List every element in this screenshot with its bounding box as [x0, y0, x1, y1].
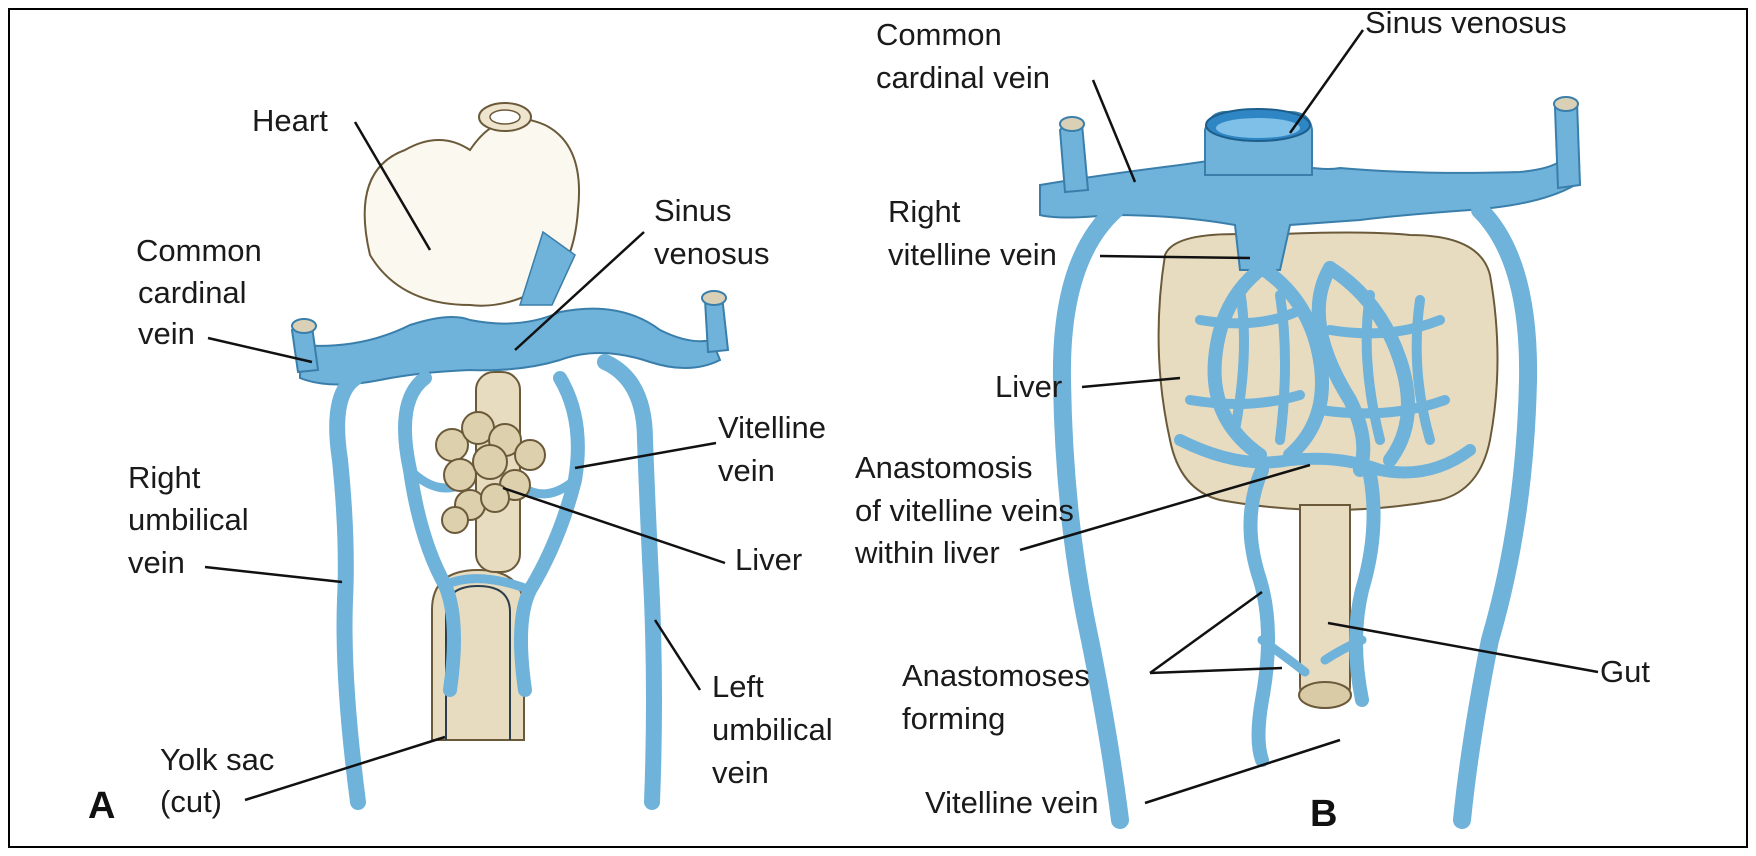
- label-common-cardinal-b-1: Common: [876, 17, 1002, 52]
- heart-shape: [365, 103, 579, 306]
- label-vitelline-vein-b: Vitelline vein: [925, 785, 1098, 820]
- label-anastomosis-b-2: of vitelline veins: [855, 493, 1074, 528]
- label-left-umbilical-a-3: vein: [712, 755, 769, 790]
- panel-letter-a: A: [88, 785, 115, 827]
- label-anastomosis-b-3: within liver: [854, 535, 1000, 570]
- label-vitelline-vein-a-1: Vitelline: [718, 410, 826, 445]
- label-right-umbilical-a-3: vein: [128, 545, 185, 580]
- label-vitelline-vein-a-2: vein: [718, 453, 775, 488]
- panel-letter-b: B: [1310, 793, 1337, 835]
- vitelline-vein-left-a: [521, 378, 578, 690]
- label-heart-a: Heart: [252, 103, 328, 138]
- label-anastomosis-b-1: Anastomosis: [855, 450, 1032, 485]
- label-liver-a: Liver: [735, 542, 802, 577]
- label-right-vitelline-b-2: vitelline vein: [888, 237, 1057, 272]
- label-sinus-venosus-a-2: venosus: [654, 236, 769, 271]
- label-sinus-venosus-a-1: Sinus: [654, 193, 732, 228]
- label-left-umbilical-a-1: Left: [712, 669, 764, 704]
- label-liver-b: Liver: [995, 369, 1062, 404]
- label-anastomoses-forming-b-2: forming: [902, 701, 1005, 736]
- label-right-vitelline-b-1: Right: [888, 194, 961, 229]
- label-right-umbilical-a-2: umbilical: [128, 502, 249, 537]
- label-common-cardinal-b-2: cardinal vein: [876, 60, 1050, 95]
- label-anastomoses-forming-b-1: Anastomoses: [902, 658, 1090, 693]
- label-common-cardinal-a-2: cardinal: [138, 275, 247, 310]
- left-umbilical-vein-a: [605, 362, 654, 802]
- label-common-cardinal-a-3: vein: [138, 316, 195, 351]
- label-right-umbilical-a-1: Right: [128, 460, 201, 495]
- label-yolk-sac-a-1: Yolk sac: [160, 742, 274, 777]
- label-left-umbilical-a-2: umbilical: [712, 712, 833, 747]
- right-umbilical-vein-a: [337, 378, 358, 802]
- label-common-cardinal-a-1: Common: [136, 233, 262, 268]
- label-sinus-venosus-b: Sinus venosus: [1365, 5, 1567, 40]
- panel-a: Heart Common cardinal vein Sinus venosus…: [88, 103, 833, 827]
- gut-b: [1299, 505, 1351, 708]
- label-yolk-sac-a-2: (cut): [160, 784, 222, 819]
- panel-b: Common cardinal vein Sinus venosus Right…: [854, 5, 1650, 835]
- label-gut-b: Gut: [1600, 654, 1650, 689]
